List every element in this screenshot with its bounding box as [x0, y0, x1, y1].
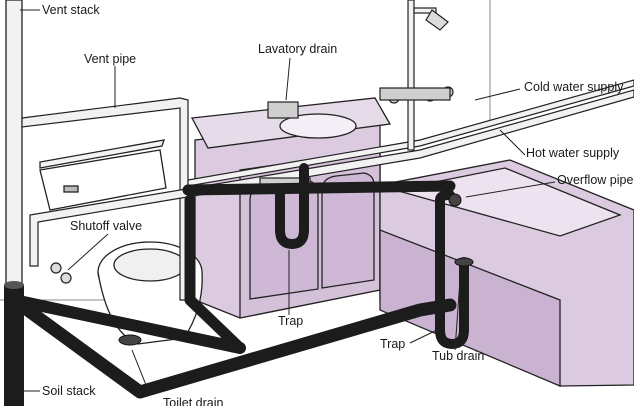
vent-pipe — [21, 97, 189, 301]
shutoff-valve — [50, 262, 72, 284]
label-toilet-drain: Toilet drain — [163, 396, 224, 406]
label-vent-pipe: Vent pipe — [84, 52, 137, 66]
faucets — [259, 86, 454, 189]
shower-head — [425, 9, 449, 31]
label-trap-tub: Trap — [380, 337, 406, 351]
drain-pipes — [7, 163, 469, 399]
label-vent-stack: Vent stack — [42, 3, 100, 17]
vent-stack — [5, 0, 23, 301]
label-tub-drain: Tub drain — [432, 349, 485, 363]
vanity-cabinet — [190, 97, 392, 319]
label-overflow-pipe: Overflow pipe — [557, 173, 634, 187]
label-soil-stack: Soil stack — [42, 384, 96, 398]
soil-stack — [4, 281, 24, 406]
label-cold-water-supply: Cold water supply — [524, 80, 624, 94]
label-lavatory-drain: Lavatory drain — [258, 42, 338, 56]
toilet-flange — [118, 193, 474, 346]
label-trap-sink: Trap — [278, 314, 304, 328]
label-shutoff-valve: Shutoff valve — [70, 219, 143, 233]
leader-lines — [20, 9, 556, 396]
label-hot-water-supply: Hot water supply — [526, 146, 620, 160]
bathtub — [379, 159, 634, 387]
